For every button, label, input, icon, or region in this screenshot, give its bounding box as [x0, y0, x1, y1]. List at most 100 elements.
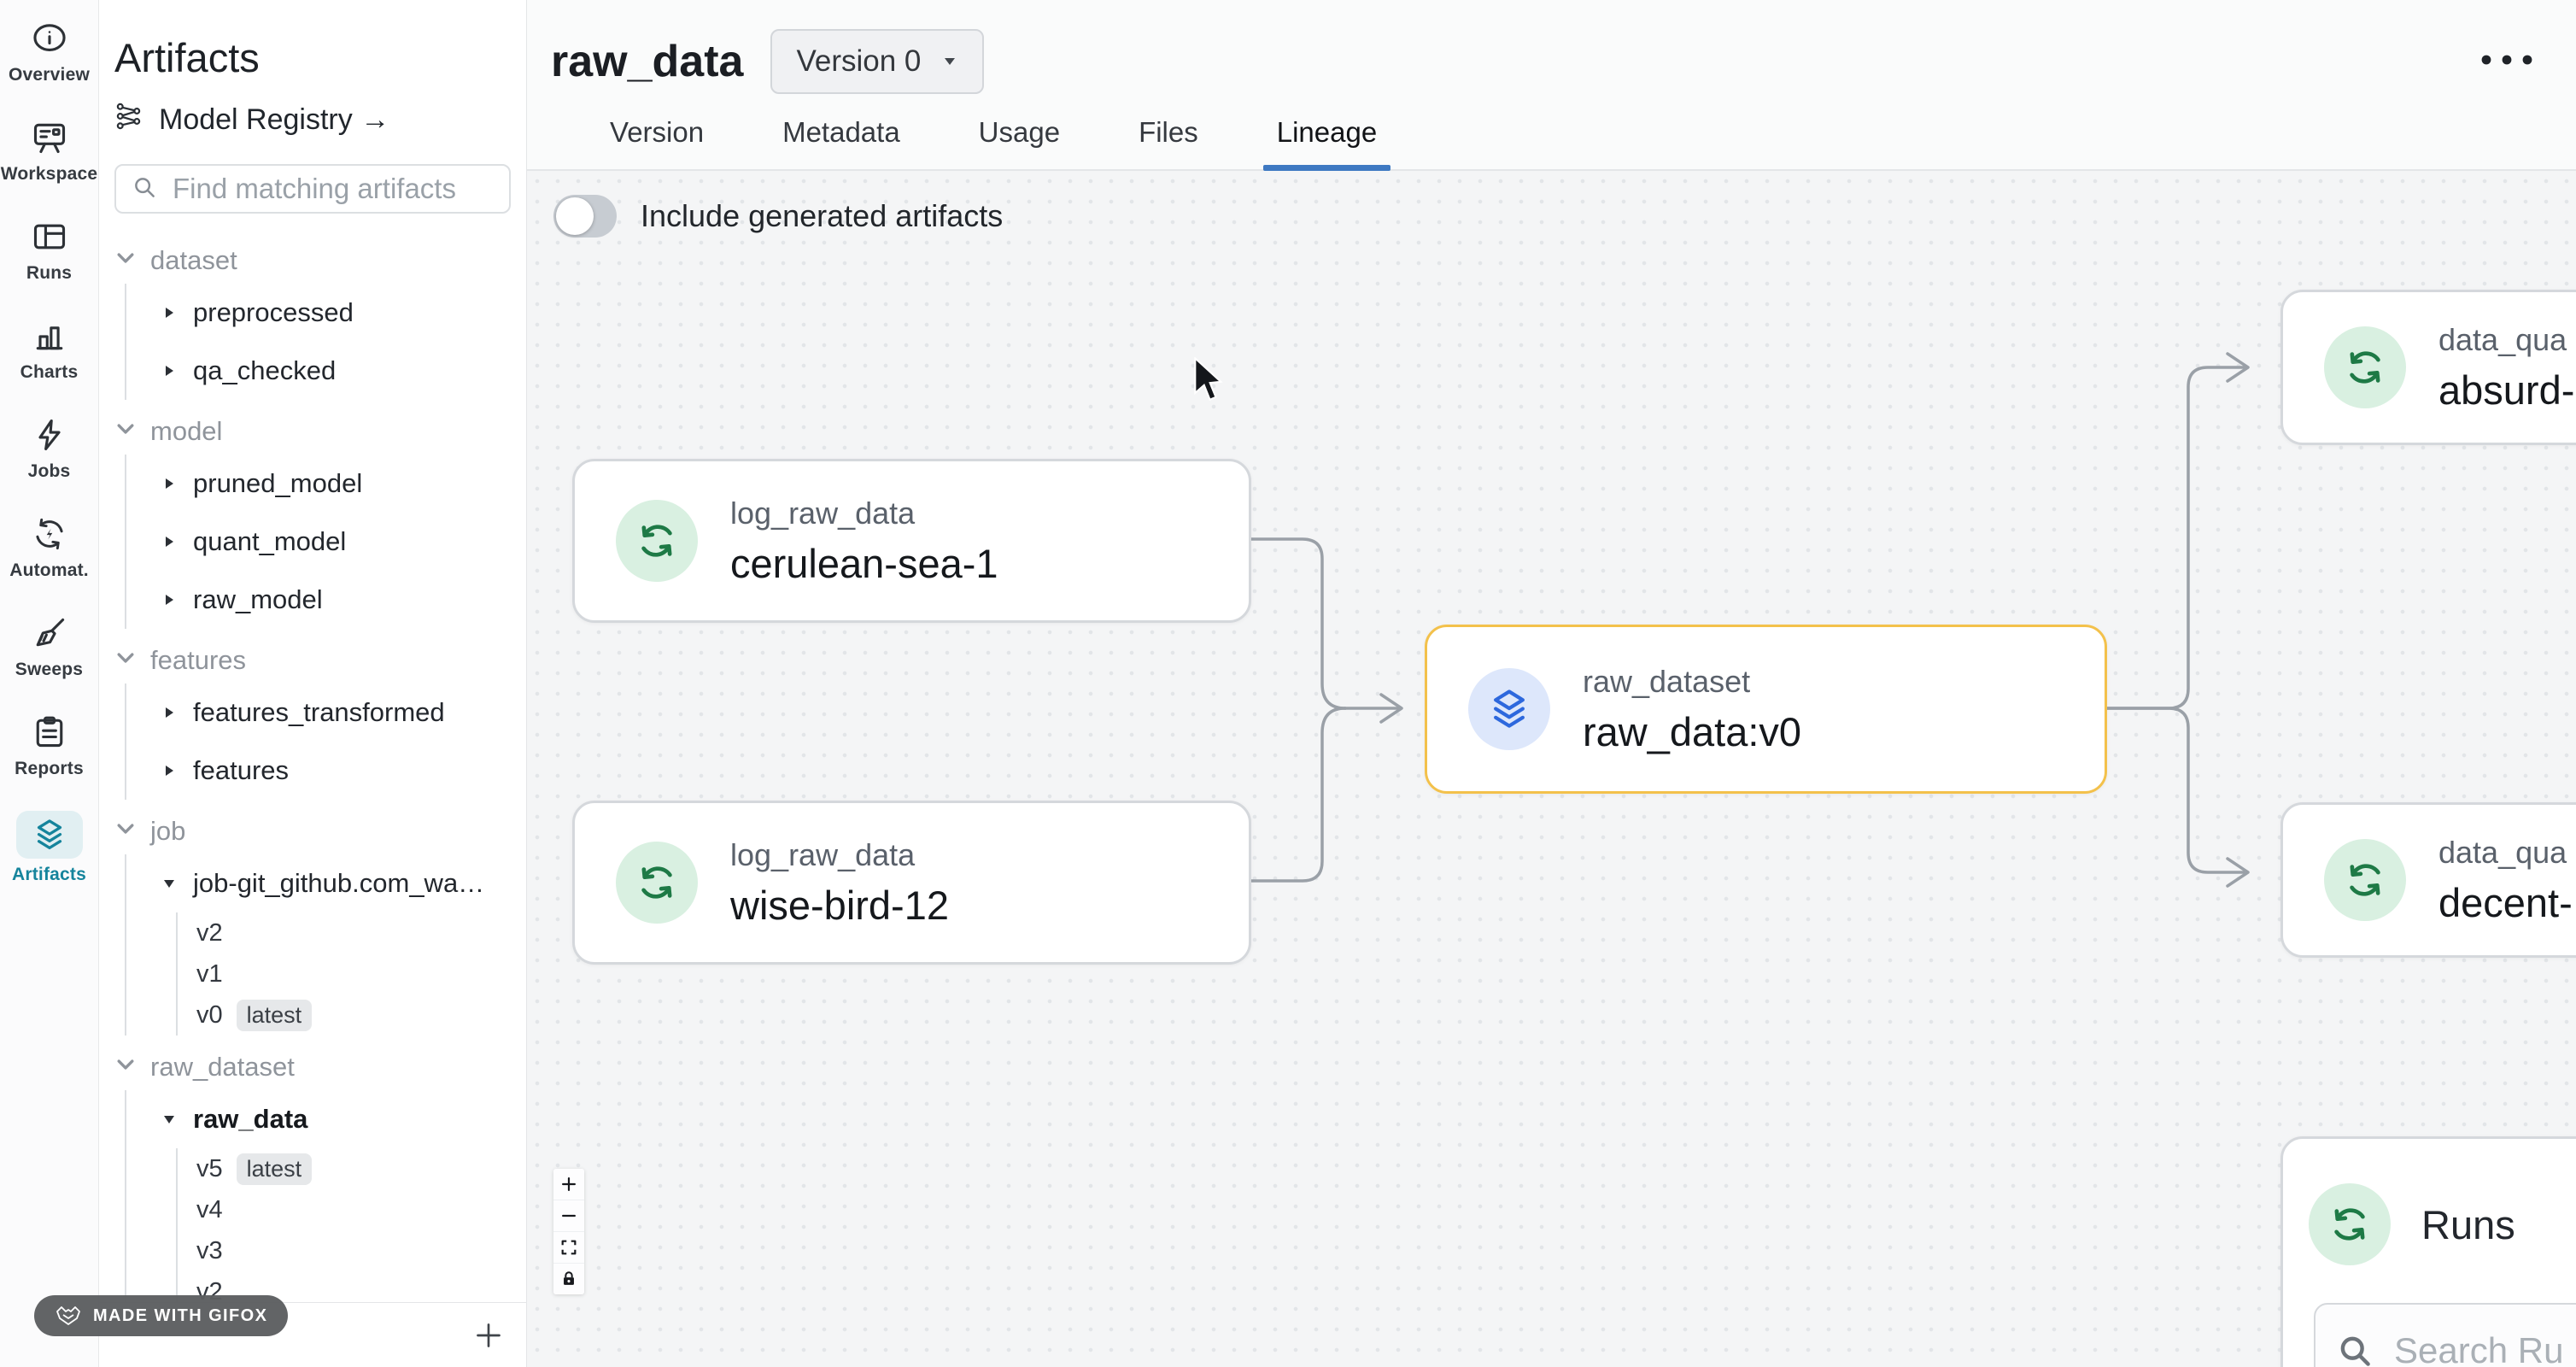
version-label: v0	[196, 1000, 223, 1029]
automation-icon	[29, 513, 70, 554]
gifox-label: MADE WITH GIFOX	[93, 1305, 268, 1325]
version-v3[interactable]: v3	[178, 1230, 511, 1271]
node-type-label: log_raw_data	[730, 836, 916, 872]
dataset-layers-icon	[1468, 668, 1550, 750]
add-artifact-button[interactable]	[470, 1317, 507, 1354]
artifact-label: raw_model	[193, 584, 323, 614]
zoom-out-button[interactable]	[553, 1200, 584, 1232]
lineage-node-cerulean[interactable]: log_raw_data cerulean-sea-1	[572, 459, 1251, 623]
fox-icon	[56, 1306, 80, 1325]
model-registry-link[interactable]: Model Registry →	[114, 103, 511, 136]
node-name: cerulean-sea-1	[730, 540, 998, 586]
nav-label: Reports	[15, 759, 84, 778]
nav-label: Charts	[20, 362, 79, 382]
tab-version[interactable]: Version	[610, 116, 705, 148]
nav-workspace[interactable]: Workspace	[0, 106, 98, 205]
node-type-label: log_raw_data	[730, 495, 916, 531]
runs-search[interactable]	[2314, 1303, 2576, 1367]
tab-files[interactable]: Files	[1139, 116, 1198, 148]
nav-automat[interactable]: Automat.	[0, 502, 98, 601]
nav-sweeps[interactable]: Sweeps	[0, 601, 98, 701]
runs-panel[interactable]: Runs	[2280, 1136, 2576, 1367]
nav-label: Artifacts	[12, 865, 86, 884]
tree-group-header-raw-dataset[interactable]: raw_dataset	[114, 1044, 511, 1090]
artifact-label: quant_model	[193, 526, 347, 556]
lightning-icon	[29, 414, 70, 455]
chevron-down-icon	[114, 645, 137, 676]
version-label: v4	[196, 1195, 223, 1223]
tree-group-header-features[interactable]: features	[114, 637, 511, 684]
run-sync-icon	[616, 500, 698, 582]
zoom-in-button[interactable]	[553, 1169, 584, 1200]
artifact-qa-checked[interactable]: qa_checked	[126, 342, 511, 400]
tree-group-header-model[interactable]: model	[114, 408, 511, 455]
lineage-canvas[interactable]: Include generated artifacts log_raw_data…	[527, 171, 2576, 1367]
tab-lineage[interactable]: Lineage	[1262, 108, 1391, 171]
nav-label: Jobs	[27, 461, 71, 481]
version-v2[interactable]: v2	[178, 912, 511, 953]
artifact-search[interactable]	[114, 164, 511, 214]
chevron-down-icon	[945, 58, 956, 65]
artifact-label: qa_checked	[193, 355, 337, 385]
gifox-watermark: MADE WITH GIFOX	[34, 1295, 289, 1336]
include-generated-toggle[interactable]	[553, 195, 617, 238]
tree-children: pruned_model quant_model raw_model	[125, 455, 511, 629]
version-v1[interactable]: v1	[178, 953, 511, 994]
version-selector[interactable]: Version 0	[770, 29, 985, 94]
fit-view-icon	[561, 1240, 577, 1255]
artifact-raw-data[interactable]: raw_data	[126, 1090, 511, 1148]
tab-metadata[interactable]: Metadata	[782, 116, 900, 148]
nav-reports[interactable]: Reports	[0, 701, 98, 800]
node-texts: log_raw_data cerulean-sea-1	[730, 496, 998, 587]
lock-button[interactable]	[553, 1264, 584, 1294]
chevron-down-icon	[114, 816, 137, 847]
fit-view-button[interactable]	[553, 1232, 584, 1264]
artifact-sidebar: Artifacts Model Registry → datasetprepro…	[99, 0, 527, 1367]
caret-right-icon	[161, 704, 178, 721]
caret-right-icon	[161, 533, 178, 550]
version-label: v3	[196, 1236, 223, 1264]
caret-down-icon	[161, 875, 178, 892]
artifact-pruned-model[interactable]: pruned_model	[126, 455, 511, 513]
nav-label: Overview	[9, 65, 90, 85]
caret-right-icon	[161, 362, 178, 379]
version-label: v2	[196, 918, 223, 947]
artifact-job-git-github-com-wa[interactable]: job-git_github.com_wa…	[126, 854, 511, 912]
version-v4[interactable]: v4	[178, 1189, 511, 1230]
artifact-quant-model[interactable]: quant_model	[126, 513, 511, 571]
nav-overview[interactable]: Overview	[0, 7, 98, 106]
nav-label: Workspace	[0, 164, 98, 184]
chevron-down-icon	[114, 1052, 137, 1082]
model-registry-icon	[114, 101, 145, 139]
overflow-menu-button[interactable]	[2479, 53, 2535, 68]
artifact-features-transformed[interactable]: features_transformed	[126, 684, 511, 742]
tree-group-header-job[interactable]: job	[114, 808, 511, 854]
nav-runs[interactable]: Runs	[0, 205, 98, 304]
tree-group-header-dataset[interactable]: dataset	[114, 238, 511, 284]
nav-charts[interactable]: Charts	[0, 304, 98, 403]
artifact-features[interactable]: features	[126, 742, 511, 800]
artifact-raw-model[interactable]: raw_model	[126, 571, 511, 629]
artifact-search-input[interactable]	[171, 172, 494, 206]
nav-artifacts[interactable]: Artifacts	[0, 800, 98, 906]
nav-jobs[interactable]: Jobs	[0, 403, 98, 502]
artifact-preprocessed[interactable]: preprocessed	[126, 284, 511, 342]
tab-usage[interactable]: Usage	[978, 116, 1061, 148]
runs-search-input[interactable]	[2392, 1329, 2576, 1367]
table-icon	[29, 216, 70, 257]
